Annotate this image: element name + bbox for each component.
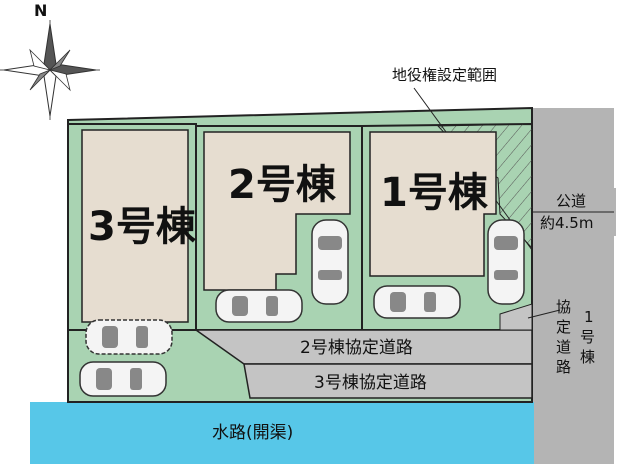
- car-icon: [85, 319, 173, 355]
- building-2-label: 2号棟: [228, 162, 337, 208]
- building-1-label: 1号棟: [380, 170, 489, 216]
- road-1-char: 道: [556, 338, 571, 356]
- road-2-label: 2号棟協定道路: [300, 338, 413, 358]
- building-3-label: 3号棟: [88, 204, 197, 250]
- road-1-char: 定: [556, 318, 571, 336]
- waterway: [30, 402, 534, 464]
- road-1-char: 路: [556, 358, 571, 376]
- road-1-number-char: 1: [584, 308, 594, 326]
- road-1-leader-line: [527, 309, 561, 319]
- road-3-label: 3号棟協定道路: [314, 373, 427, 393]
- car-icon: [215, 289, 303, 323]
- compass-icon: [0, 20, 100, 120]
- public-road-label-line1: 公道: [556, 192, 586, 210]
- building-3: [81, 129, 189, 323]
- compass-north-label: N: [34, 1, 47, 20]
- waterway-label: 水路(開渠): [212, 423, 293, 443]
- car-icon: [487, 219, 525, 305]
- road-1-strip: [499, 303, 533, 331]
- car-icon: [311, 219, 349, 305]
- road-1-number-char: 棟: [580, 348, 595, 366]
- public-road-label-line2: 約4.5m: [540, 214, 593, 232]
- car-icon: [79, 361, 167, 397]
- road-1-char: 協: [556, 298, 571, 316]
- public-road: [532, 108, 614, 464]
- road-3: [243, 363, 533, 399]
- car-icon: [373, 285, 461, 319]
- easement-label: 地役権設定範囲: [392, 66, 497, 84]
- road-1-number-char: 号: [580, 328, 595, 346]
- building-1: [369, 131, 497, 277]
